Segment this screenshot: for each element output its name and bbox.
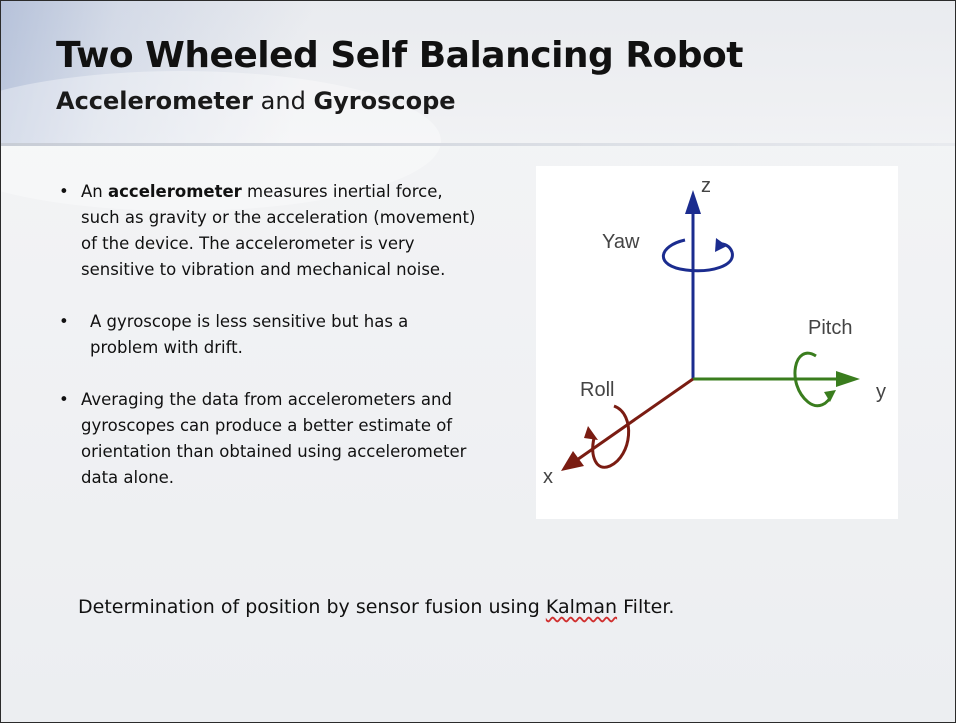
pitch-arrowhead — [824, 390, 836, 402]
bullet-1-bold: accelerometer — [108, 182, 242, 201]
yaw-label: Yaw — [602, 231, 640, 253]
bullet-1-pre: An — [81, 182, 108, 201]
roll-rotation-arrow — [591, 404, 630, 469]
subtitle-accelerometer: Accelerometer — [56, 87, 254, 115]
slide-subtitle: Accelerometer and Gyroscope — [56, 87, 456, 115]
z-axis-arrow — [685, 190, 701, 214]
bullet-averaging: Averaging the data from accelerometers a… — [59, 387, 479, 491]
footer-kalman: Kalman — [545, 596, 618, 618]
pitch-rotation-arrow — [793, 351, 834, 408]
y-axis-arrow — [836, 371, 860, 387]
bullet-accelerometer: An accelerometer measures inertial force… — [59, 179, 479, 283]
z-axis-label: z — [701, 175, 711, 197]
axes-diagram: z y x Yaw Pitch Roll — [536, 166, 898, 519]
title-banner — [1, 1, 955, 211]
subtitle-and: and — [253, 87, 314, 115]
y-axis-label: y — [876, 381, 886, 403]
x-axis-label: x — [543, 466, 553, 488]
sensor-fusion-note: Determination of position by sensor fusi… — [78, 596, 674, 618]
axes-diagram-svg: z y x Yaw Pitch Roll — [543, 175, 886, 488]
yaw-arrowhead — [715, 238, 727, 252]
subtitle-gyroscope: Gyroscope — [313, 87, 456, 115]
pitch-label: Pitch — [808, 317, 852, 339]
x-axis-arrow — [561, 451, 584, 471]
bullet-2-text: A gyroscope is less sensitive but has a … — [90, 312, 409, 357]
slide-title: Two Wheeled Self Balancing Robot — [56, 35, 744, 76]
banner-divider — [1, 143, 955, 146]
banner-gradient — [1, 1, 955, 146]
bullet-list: An accelerometer measures inertial force… — [59, 179, 479, 517]
bullet-gyroscope: A gyroscope is less sensitive but has a … — [59, 309, 479, 361]
bullet-1-post: measures inertial force, such as gravity… — [81, 182, 476, 279]
roll-label: Roll — [580, 379, 614, 401]
yaw-rotation-arrow — [662, 238, 734, 273]
roll-arrowhead — [584, 426, 598, 440]
footer-post: Filter. — [617, 596, 675, 618]
bullet-3-text: Averaging the data from accelerometers a… — [81, 390, 467, 487]
footer-pre: Determination of position by sensor fusi… — [78, 596, 546, 618]
